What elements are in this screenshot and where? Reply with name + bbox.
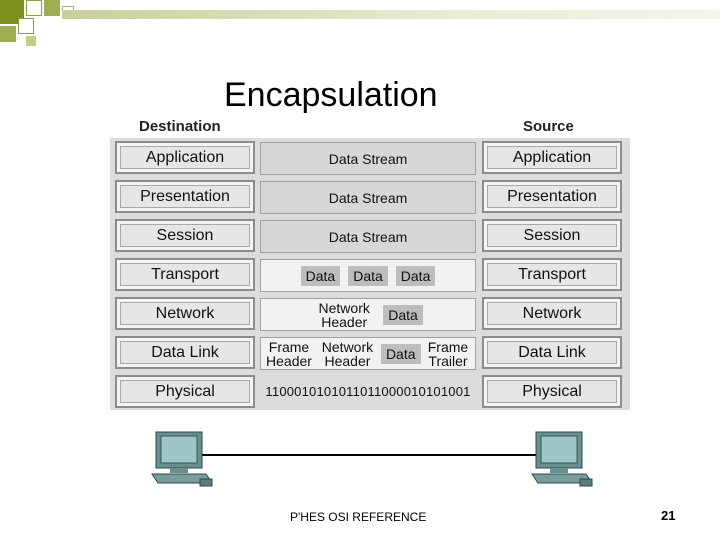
dest-layer-application: Application — [115, 141, 255, 174]
src-layer-data-link: Data Link — [482, 336, 622, 369]
corner-square-6 — [26, 36, 36, 46]
data-stream-session: Data Stream — [260, 220, 476, 253]
src-layer-session: Session — [482, 219, 622, 252]
source-heading: Source — [523, 118, 574, 135]
dest-layer-network: Network — [115, 297, 255, 330]
network-header: Network Header — [309, 301, 379, 329]
network-packet: Network Header Data — [260, 298, 476, 331]
src-layer-presentation: Presentation — [482, 180, 622, 213]
frame-data: Data — [381, 344, 421, 364]
frame-trailer: Frame Trailer — [424, 340, 472, 368]
dest-layer-transport: Transport — [115, 258, 255, 291]
dest-layer-session: Session — [115, 219, 255, 252]
src-layer-application: Application — [482, 141, 622, 174]
page-number: 21 — [661, 508, 675, 523]
dest-layer-presentation: Presentation — [115, 180, 255, 213]
corner-square-5 — [18, 18, 34, 34]
segment-data-1: Data — [301, 266, 341, 286]
footer-text: P'HES OSI REFERENCE — [290, 510, 426, 524]
computer-icon — [528, 428, 598, 490]
top-bar — [62, 10, 720, 19]
segment-data-2: Data — [348, 266, 388, 286]
dest-layer-physical: Physical — [115, 375, 255, 408]
destination-heading: Destination — [139, 118, 221, 135]
transport-segments: Data Data Data — [260, 259, 476, 292]
src-layer-physical: Physical — [482, 375, 622, 408]
computer-icon — [148, 428, 218, 490]
frame-network-header: Network Header — [317, 340, 377, 368]
physical-bits: 1100010101011011000010101001 — [260, 375, 476, 408]
data-stream-application: Data Stream — [260, 142, 476, 175]
data-stream-presentation: Data Stream — [260, 181, 476, 214]
dest-layer-data-link: Data Link — [115, 336, 255, 369]
corner-square-4 — [0, 26, 16, 42]
slide-title: Encapsulation — [224, 76, 438, 115]
packet-data: Data — [383, 305, 423, 325]
src-layer-network: Network — [482, 297, 622, 330]
corner-square-3 — [44, 0, 60, 16]
segment-data-3: Data — [396, 266, 436, 286]
frame-header: Frame Header — [264, 340, 314, 368]
data-link-frame: Frame Header Network Header Data Frame T… — [260, 337, 476, 370]
corner-square-2 — [26, 0, 42, 16]
src-layer-transport: Transport — [482, 258, 622, 291]
